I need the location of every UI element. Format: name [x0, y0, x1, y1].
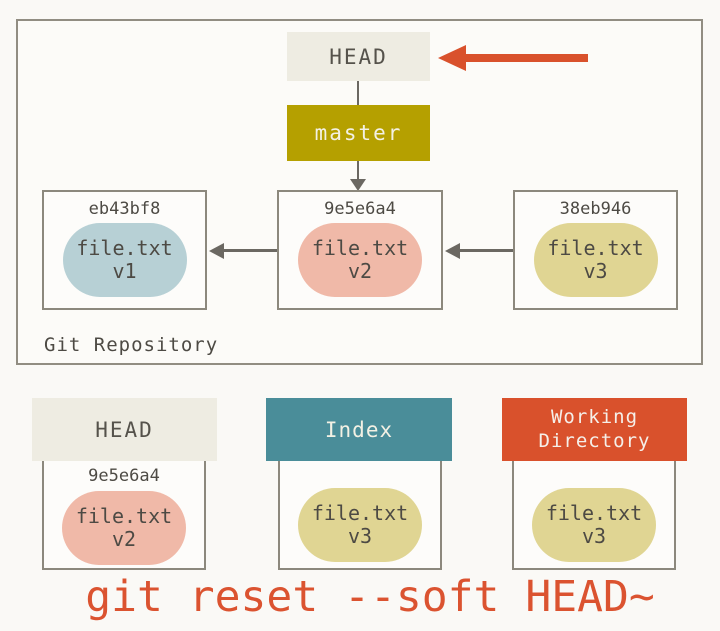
commit-box-38eb946: 38eb946 file.txt v3 [513, 190, 678, 310]
file-pill: file.txt v3 [532, 488, 656, 562]
head-ref-box: HEAD [287, 32, 430, 81]
index-area-header: Index [266, 398, 452, 461]
index-area-title: Index [324, 417, 394, 442]
git-repository-label: Git Repository [44, 334, 219, 356]
file-pill: file.txt v3 [298, 488, 422, 562]
commit-box-9e5e6a4: 9e5e6a4 file.txt v2 [277, 190, 443, 310]
file-name: file.txt [311, 236, 409, 260]
commit3-parent-arrow-line [458, 249, 514, 252]
command-caption: git reset --soft HEAD~ [85, 572, 655, 622]
master-branch-label: master [314, 121, 403, 145]
file-name: file.txt [545, 501, 643, 525]
working-directory-box: file.txt v3 [512, 455, 676, 570]
head-area-hash: 9e5e6a4 [88, 466, 160, 486]
file-pill: file.txt v1 [62, 223, 187, 297]
head-area-header: HEAD [32, 398, 217, 461]
file-name: file.txt [76, 236, 173, 260]
file-version: v2 [347, 259, 373, 283]
master-branch-box: master [287, 105, 430, 161]
file-version: v1 [112, 259, 137, 283]
head-area-box: 9e5e6a4 file.txt v2 [42, 455, 206, 570]
file-name: file.txt [547, 236, 644, 260]
head-area-title: HEAD [95, 417, 154, 442]
commit2-parent-arrow-head-icon [209, 243, 224, 259]
master-commit-arrow-line [357, 161, 359, 180]
head-pointer-arrow-body [462, 54, 588, 62]
head-ref-label: HEAD [329, 44, 388, 69]
file-version: v3 [581, 524, 607, 548]
file-version: v2 [111, 527, 137, 551]
commit3-parent-arrow-head-icon [445, 243, 460, 259]
working-directory-title: Working Directory [538, 405, 651, 452]
file-pill: file.txt v2 [298, 223, 422, 297]
file-pill: file.txt v3 [533, 223, 658, 297]
file-name: file.txt [311, 501, 409, 525]
commit2-parent-arrow-line [222, 249, 278, 252]
commit-box-eb43bf8: eb43bf8 file.txt v1 [42, 190, 207, 310]
file-version: v3 [583, 259, 608, 283]
file-pill: file.txt v2 [62, 491, 186, 565]
commit-hash: 38eb946 [559, 199, 632, 219]
master-commit-arrow-head-icon [350, 179, 366, 191]
head-pointer-arrow-icon [438, 45, 466, 71]
index-area-box: file.txt v3 [278, 455, 442, 570]
working-directory-header: Working Directory [502, 398, 687, 461]
file-version: v3 [347, 524, 373, 548]
commit-hash: eb43bf8 [88, 199, 161, 219]
file-name: file.txt [75, 504, 173, 528]
commit-hash: 9e5e6a4 [324, 199, 396, 219]
head-master-connector [357, 81, 359, 105]
